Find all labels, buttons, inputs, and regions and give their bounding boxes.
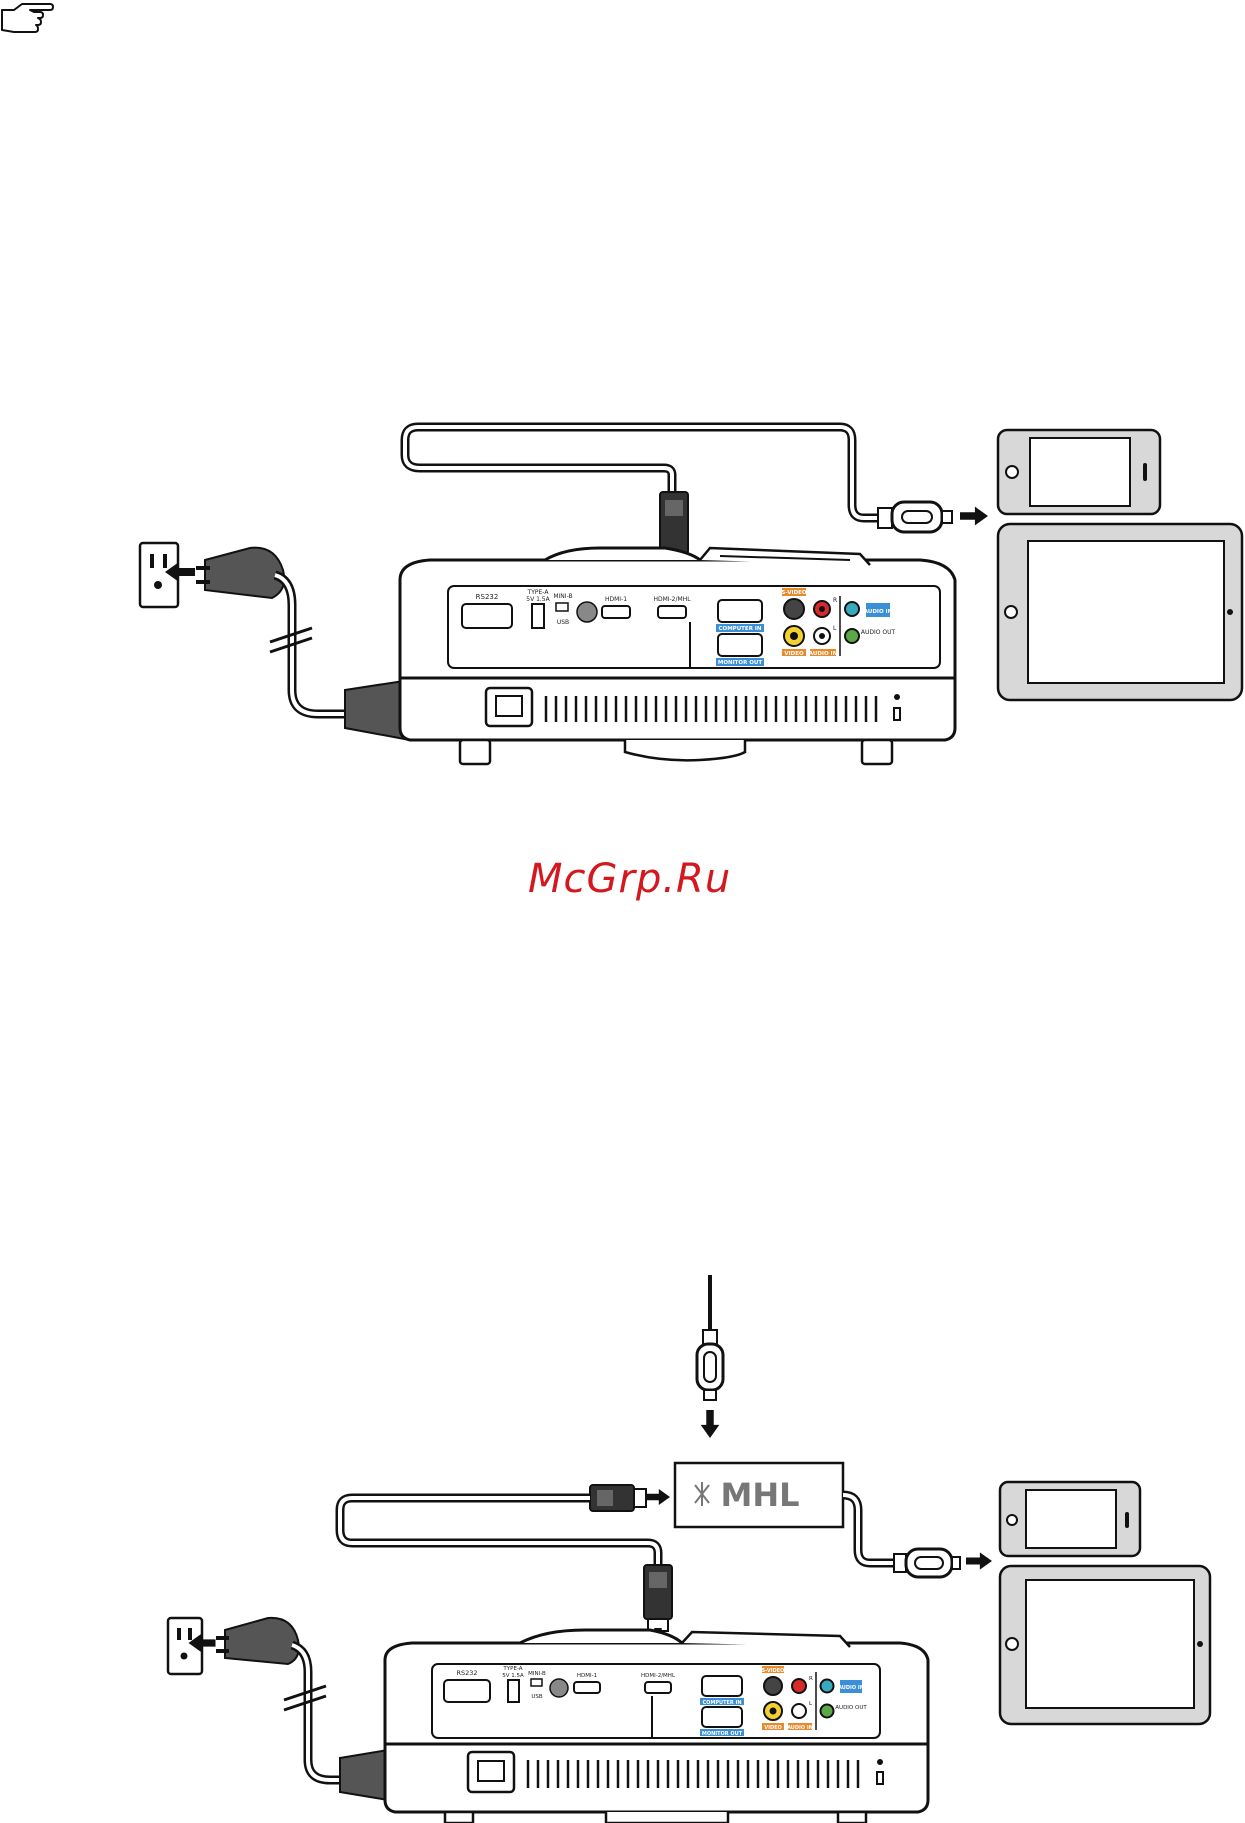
s-video-label: S-VIDEO bbox=[781, 590, 806, 596]
arrow-right-device-2 bbox=[966, 1552, 992, 1569]
arrow-right-device bbox=[960, 507, 988, 526]
audio-in-label: AUDIO IN bbox=[864, 609, 893, 615]
micro-usb-plug-top bbox=[697, 1330, 723, 1400]
monitor-out-label: MONITOR OUT bbox=[718, 660, 763, 666]
mini-b-label: MINI-B bbox=[553, 593, 572, 600]
arrow-down-adapter bbox=[701, 1410, 720, 1438]
usb-rating-label: 5V 1.5A bbox=[526, 596, 550, 603]
usb-label: USB bbox=[557, 619, 569, 626]
tablet-icon bbox=[998, 524, 1242, 700]
video-label: VIDEO bbox=[784, 651, 804, 657]
diagram-with-mhl-adapter: MHL bbox=[168, 1275, 1210, 1823]
usb-rating-label-2: 5V 1.5A bbox=[502, 1673, 524, 1679]
usb-type-a-label-2: TYPE-A bbox=[502, 1666, 522, 1672]
mhl-logo-text: MHL bbox=[720, 1476, 799, 1514]
mhl-adapter-icon: MHL bbox=[675, 1463, 843, 1527]
audio-in-lr-label-2: AUDIO IN bbox=[787, 1725, 813, 1731]
power-plug bbox=[196, 548, 284, 598]
monitor-out-label-2: MONITOR OUT bbox=[702, 1731, 743, 1737]
smartphone-icon bbox=[998, 430, 1160, 514]
computer-in-label: COMPUTER IN bbox=[719, 626, 762, 632]
diagram-direct-mhl: RS232 TYPE-A 5V 1.5A MINI-B USB HDMI-1 H… bbox=[140, 427, 1242, 764]
micro-usb-plug-phone bbox=[894, 1549, 960, 1577]
hdmi2-mhl-label-2: HDMI-2/MHL bbox=[641, 1673, 676, 1679]
rs232-label-2: RS232 bbox=[456, 1669, 477, 1677]
audio-in-lr-label: AUDIO IN bbox=[809, 651, 838, 657]
usb-type-a-label: TYPE-A bbox=[527, 589, 550, 596]
hdmi2-mhl-label: HDMI-2/MHL bbox=[653, 596, 691, 603]
hdmi-plug-adapter bbox=[590, 1485, 646, 1511]
projector-2: RS232 TYPE-A 5V 1.5A MINI-B USB HDMI-1 H… bbox=[385, 1630, 928, 1823]
projector: RS232 TYPE-A 5V 1.5A MINI-B USB HDMI-1 H… bbox=[400, 548, 955, 764]
hdmi1-label: HDMI-1 bbox=[605, 596, 627, 603]
mini-b-label-2: MINI-B bbox=[528, 1671, 546, 1677]
arrow-right-adapter bbox=[646, 1489, 670, 1505]
smartphone-icon-2 bbox=[1000, 1482, 1140, 1556]
hdmi1-label-2: HDMI-1 bbox=[577, 1673, 597, 1679]
rs232-label: RS232 bbox=[476, 593, 499, 601]
audio-r-label: R bbox=[833, 597, 837, 604]
audio-r-label-2: R bbox=[809, 1676, 813, 1682]
computer-in-label-2: COMPUTER IN bbox=[702, 1700, 741, 1706]
tablet-icon-2 bbox=[1000, 1566, 1210, 1724]
hdmi-plug-projector bbox=[644, 1565, 672, 1631]
audio-in-label-2: AUDIO IN bbox=[838, 1685, 864, 1691]
s-video-label-2: S-VIDEO bbox=[762, 1668, 785, 1674]
video-label-2: VIDEO bbox=[764, 1725, 782, 1731]
audio-out-label: AUDIO OUT bbox=[861, 629, 896, 636]
usb-label-2: USB bbox=[531, 1694, 543, 1700]
power-plug-2 bbox=[216, 1618, 299, 1664]
audio-out-label-2: AUDIO OUT bbox=[835, 1705, 867, 1711]
micro-usb-plug bbox=[878, 502, 952, 532]
